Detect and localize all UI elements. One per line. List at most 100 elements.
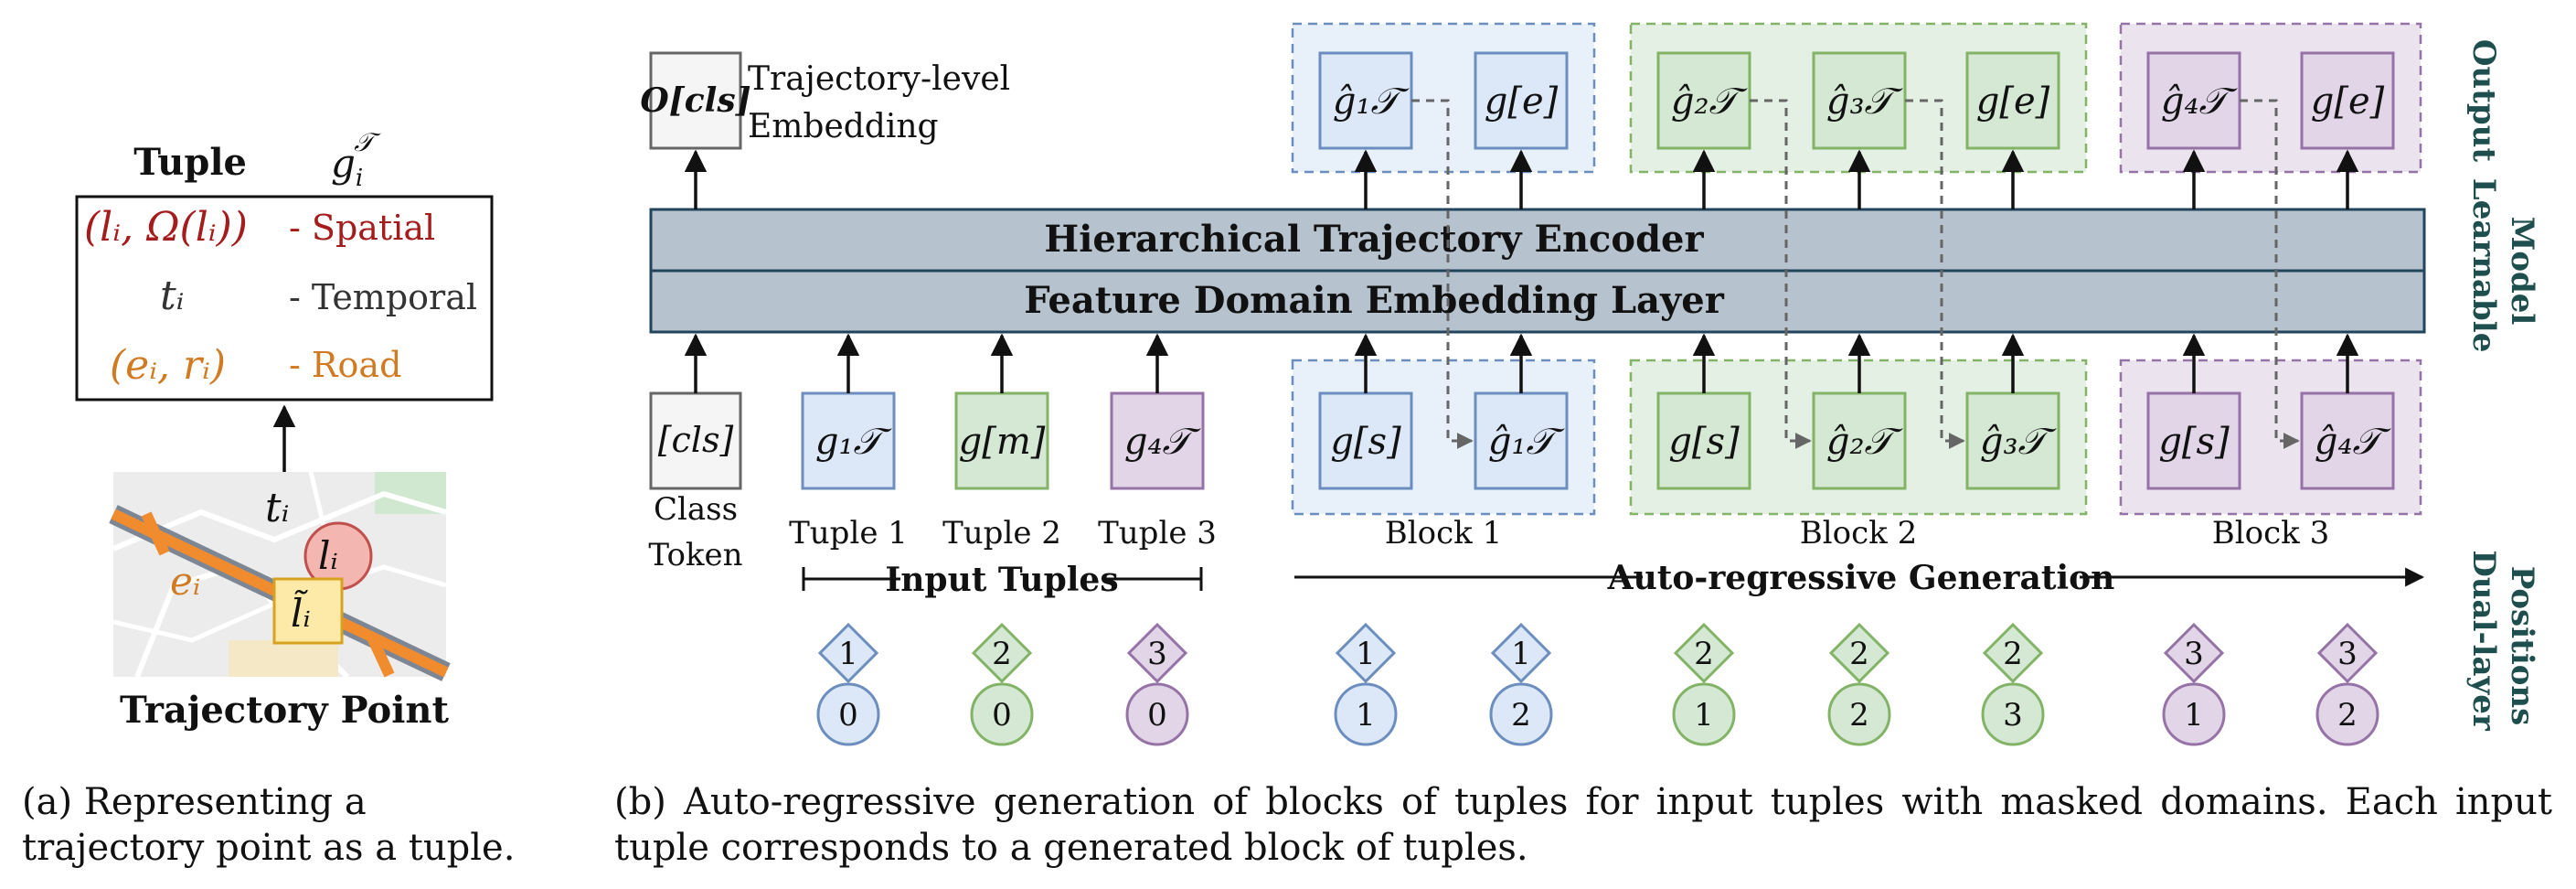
block-2-input-2-symbol: ĝ₂𝒯 [1826,421,1904,463]
block-2-input-2-box [1812,391,1907,490]
cls-output-symbol: O[cls] [640,81,750,120]
input-position-2-layer-2: 0 [992,697,1012,734]
road-label: - Road [289,345,401,385]
block-2-position-2-layer-1: 2 [1849,636,1869,672]
input-position-1-circle [816,682,880,746]
block-2-output-1-symbol: ĝ₂𝒯 [1671,80,1749,123]
encoder-top-label: Hierarchical Trajectory Encoder [1044,218,1704,261]
block-2-position-3: 23 [1981,622,2045,746]
block-3-position-2-diamond [2316,622,2379,684]
encoder-bottom-label: Feature Domain Embedding Layer [1024,279,1724,322]
input-position-2: 20 [970,622,1034,746]
input-tuple-1: g₁𝒯 [801,391,896,490]
block-1-position-2-diamond [1490,622,1552,684]
map-illustration: tᵢ lᵢ eᵢ l̃ᵢ [109,471,451,681]
block-1-input-2: ĝ₁𝒯 [1474,391,1569,490]
spatial-label: - Spatial [289,208,435,248]
block-2-position-3-circle [1981,682,2045,746]
block-3-position-1-circle [2162,682,2226,746]
input-position-1-diamond [817,622,879,684]
block-2-label: Block 2 [1800,515,1917,552]
block-1-output-2-box [1474,51,1569,150]
block-1-output-1-symbol: ĝ₁𝒯 [1333,80,1410,123]
block-3-input-1: g[s] [2146,391,2241,490]
side-label-positions-line-2: Positions [2504,566,2540,726]
block-1-position-2-layer-1: 1 [1511,636,1531,672]
block-1-position-1-layer-1: 1 [1356,636,1376,672]
input-tuple-3-symbol: g₄𝒯 [1124,421,1202,463]
autoregressive-label: Auto-regressive Generation [1607,559,2115,597]
block-2-input-1-box [1656,391,1751,490]
block-2-position-3-layer-2: 3 [2003,697,2023,734]
input-position-2-diamond [971,622,1033,684]
side-label-model: Learnable Model [2465,178,2540,363]
block-1-output-1-box [1318,51,1413,150]
map-e-label: eᵢ [170,559,200,604]
block-2-position-2-diamond [1828,622,1890,684]
block-2-position-3-diamond [1982,622,2044,684]
block-2-output-3: g[e] [1965,51,2060,150]
block-2-output-2: ĝ₃𝒯 [1812,51,1907,150]
panel-b: O[cls] Trajectory-level Embedding Hierar… [640,22,2540,746]
block-2-feedback-2 [1905,99,1965,449]
cls-token-symbol: [cls] [658,420,734,460]
cls-output-box [649,51,742,150]
block-2-input-1-symbol: g[s] [1668,421,1740,463]
tuple-symbol: gi𝒯 [331,127,381,192]
encoder-bottom-bar [649,269,2426,334]
input-position-2-layer-1: 2 [992,636,1012,672]
input-tuple-3: g₄𝒯 [1110,391,1205,490]
block-3-output-1: ĝ₄𝒯 [2146,51,2241,150]
tuple-symbol-sup: 𝒯 [354,127,381,157]
block-3-position-2: 32 [2315,622,2379,746]
input-position-3-diamond [1126,622,1188,684]
block-2-position-2-layer-2: 2 [1849,697,1869,734]
tuple-box [75,195,494,402]
cls-token-label-2: Token [648,537,742,573]
encoder-top-bar [649,208,2426,273]
block-1-position-1: 11 [1334,622,1398,746]
block-1-input-1-symbol: g[s] [1330,421,1401,463]
input-position-2-circle [970,682,1034,746]
autoregressive-arrow: Auto-regressive Generation [1294,558,2425,597]
block-3-position-1-diamond [2163,622,2225,684]
block-2-output-3-symbol: g[e] [1976,80,2050,123]
caption-a: (a) Representing a trajectory point as a… [22,781,516,869]
block-3-input-2: ĝ₄𝒯 [2300,391,2395,490]
input-position-1-layer-2: 0 [838,697,858,734]
block-2-position-3-layer-1: 2 [2003,636,2023,672]
block-2-position-1-layer-1: 2 [1694,636,1714,672]
input-tuple-3-label: Tuple 3 [1098,515,1217,552]
side-label-positions-line-1: Dual-layer [2465,550,2502,732]
block-3-output-2-symbol: g[e] [2311,80,2385,123]
generated-blocks: g[s] ĝ₁𝒯 ĝ₁𝒯 g[e] Block 1 g[s] ĝ₂𝒯 ĝ₂𝒯 ĝ₃𝒯 ĝ₃𝒯 g[e… [1318,51,2395,552]
road-math: (eᵢ, rᵢ) [110,342,226,389]
tuple-symbol-sub: i [356,165,363,192]
block-2-output-2-box [1812,51,1907,150]
cls-token-label-1: Class [654,491,738,528]
input-tuple-1-box [801,391,896,490]
temporal-math: tᵢ [160,273,185,319]
temporal-label: - Temporal [289,277,477,317]
block-1-label: Block 1 [1385,515,1502,552]
input-position-1-layer-1: 1 [838,636,858,672]
map-t-label: tᵢ [265,485,290,531]
block-2-output-3-box [1965,51,2060,150]
block-3-input-2-symbol: ĝ₄𝒯 [2315,421,2392,463]
block-1-output-2: g[e] [1474,51,1569,150]
side-label-output: Output [2465,39,2502,163]
block-2-output-1: ĝ₂𝒯 [1656,51,1751,150]
block-3-position-2-circle [2315,682,2379,746]
block-3-position-1: 31 [2162,622,2226,746]
block-2-position-1-layer-2: 1 [1694,697,1714,734]
block-2-input-3-symbol: ĝ₃𝒯 [1980,421,2058,463]
block-1-output-1: ĝ₁𝒯 [1318,51,1413,150]
block-2-output-1-box [1656,51,1751,150]
block-3-output-2-box [2300,51,2395,150]
block-2-position-2: 22 [1827,622,1891,746]
tuple-symbol-base: g [331,141,356,186]
side-label-positions: Dual-layer Positions [2465,550,2540,741]
